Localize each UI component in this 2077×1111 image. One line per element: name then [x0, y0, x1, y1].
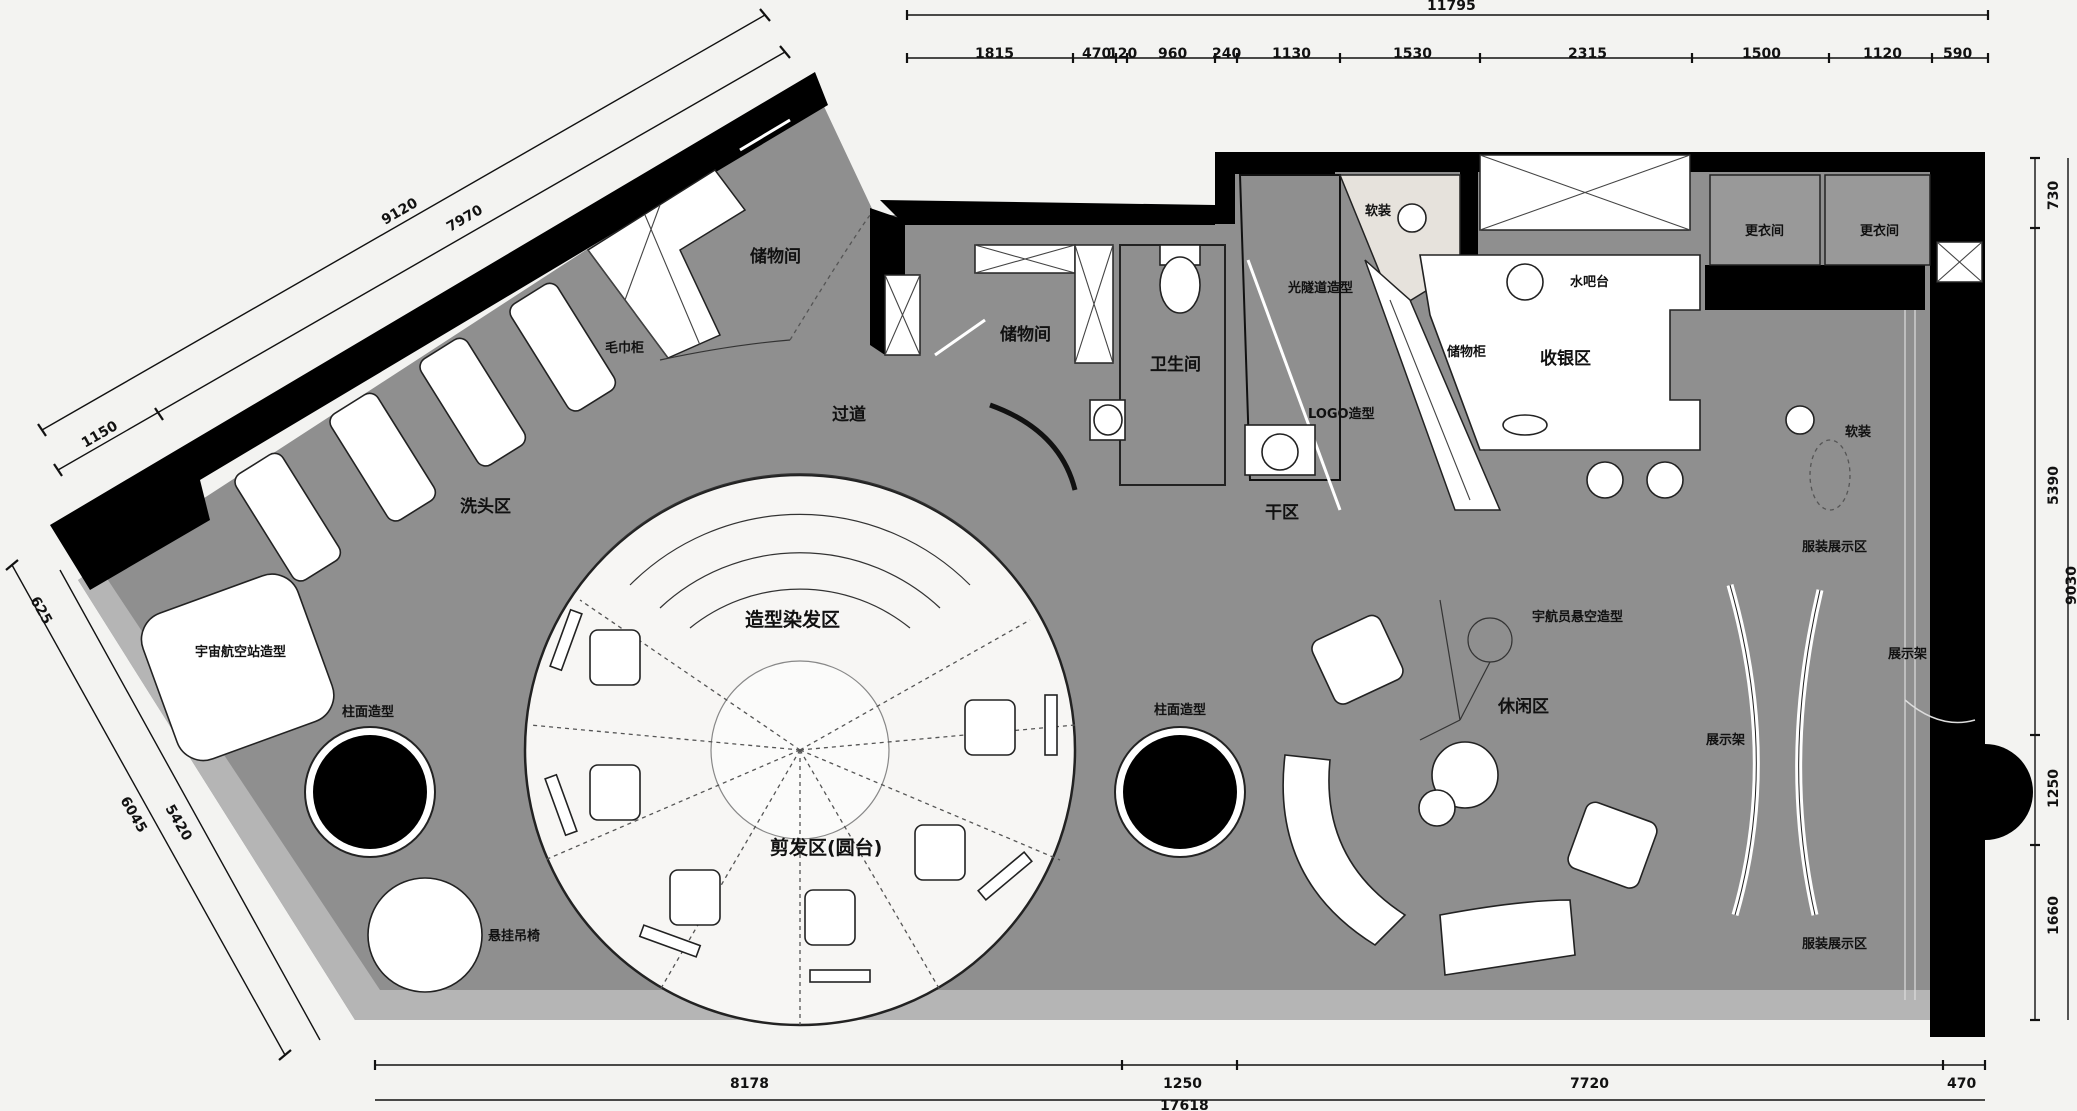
label-display-rack-1: 展示架	[1706, 732, 1745, 748]
space-station-shape	[140, 573, 335, 762]
label-logo: LOGO造型	[1308, 406, 1375, 422]
dim-bottom-total: 17618	[1160, 1098, 1209, 1111]
label-display-rack-2: 展示架	[1888, 646, 1927, 662]
label-fitting-2: 更衣间	[1860, 223, 1899, 239]
label-water-bar: 水吧台	[1570, 274, 1609, 290]
label-lounge: 休闲区	[1497, 696, 1549, 717]
dim-top-7: 2315	[1568, 46, 1607, 62]
dim-diag-1: 7970	[444, 202, 486, 235]
round-stage	[523, 473, 1077, 1027]
dim-right-3: 1660	[2046, 896, 2062, 935]
label-soft-deco-1: 软装	[1365, 203, 1391, 219]
columns	[304, 726, 2033, 858]
label-corridor: 过道	[832, 404, 866, 425]
label-dry-area: 干区	[1265, 503, 1299, 523]
dim-top-9: 1120	[1863, 46, 1902, 62]
dim-bottom-3: 470	[1947, 1076, 1976, 1092]
hanging-chair	[367, 877, 483, 993]
dim-top-total: 11795	[1427, 0, 1476, 14]
label-cashier: 收银区	[1540, 348, 1591, 369]
label-hanging-chair: 悬挂吊椅	[488, 928, 540, 944]
label-towel-cabinet: 毛巾柜	[605, 340, 644, 356]
dim-bottom-2: 7720	[1570, 1076, 1609, 1092]
restroom	[1089, 244, 1226, 486]
dim-top-5: 1130	[1272, 46, 1311, 62]
dim-right-total: 9030	[2064, 566, 2077, 605]
label-cutting-zone: 剪发区(圆台)	[770, 836, 882, 859]
lounge-furniture	[1282, 599, 1658, 976]
label-storage-1: 储物间	[750, 246, 801, 267]
label-fitting-1: 更衣间	[1745, 223, 1784, 239]
label-soft-deco-2: 软装	[1845, 424, 1871, 440]
tunnel-area	[1238, 174, 1342, 511]
label-storage-2: 储物间	[1000, 324, 1051, 345]
dim-left-0: 625	[27, 594, 55, 627]
dim-left-1: 6045	[117, 794, 150, 836]
label-styling-zone: 造型染发区	[745, 608, 840, 631]
dim-right-2: 1250	[2046, 769, 2062, 808]
dim-top-10: 590	[1943, 46, 1972, 62]
label-tunnel: 光隧道造型	[1287, 280, 1353, 296]
label-storage-cabinet: 储物柜	[1446, 344, 1486, 360]
dims-top: 11795 1815 470 120 960 240 1130 1530 231…	[905, 0, 1990, 63]
dim-top-2: 120	[1108, 46, 1137, 62]
dim-right-1: 5390	[2046, 466, 2062, 505]
dim-left-2: 5420	[162, 802, 195, 844]
label-wash-area: 洗头区	[460, 496, 511, 517]
dims-bottom: 8178 1250 7720 470 17618	[373, 1060, 1987, 1111]
dim-top-3: 960	[1158, 46, 1187, 62]
dim-bottom-1: 1250	[1163, 1076, 1202, 1092]
dims-right: 730 5390 1250 1660 9030	[2030, 156, 2077, 1022]
label-clothing-display-top: 服装展示区	[1802, 539, 1867, 555]
wash-chairs	[234, 282, 617, 582]
label-column-left: 柱面造型	[342, 704, 394, 720]
fitting-rooms	[1709, 174, 1983, 283]
label-column-mid: 柱面造型	[1154, 702, 1206, 718]
right-rack	[1904, 310, 1976, 1000]
cashier-block	[1338, 154, 1701, 511]
dim-top-4: 240	[1212, 46, 1241, 62]
dim-bottom-0: 8178	[730, 1076, 769, 1092]
storage-cabinets	[586, 168, 1114, 364]
dim-top-8: 1500	[1742, 46, 1781, 62]
dim-top-1: 470	[1082, 46, 1111, 62]
room-labels: 储物间 储物间 过道 卫生间 干区 洗头区 毛巾柜 宇宙航空站造型 柱面造型 柱…	[195, 203, 1927, 952]
label-restroom: 卫生间	[1150, 354, 1201, 375]
label-space-station: 宇宙航空站造型	[195, 644, 286, 660]
label-astronaut: 宇航员悬空造型	[1532, 609, 1623, 625]
dim-diag-0: 9120	[379, 195, 421, 228]
dim-right-0: 730	[2046, 181, 2062, 210]
label-clothing-display-bottom: 服装展示区	[1802, 936, 1867, 952]
dim-top-6: 1530	[1393, 46, 1432, 62]
dim-top-0: 1815	[975, 46, 1014, 62]
